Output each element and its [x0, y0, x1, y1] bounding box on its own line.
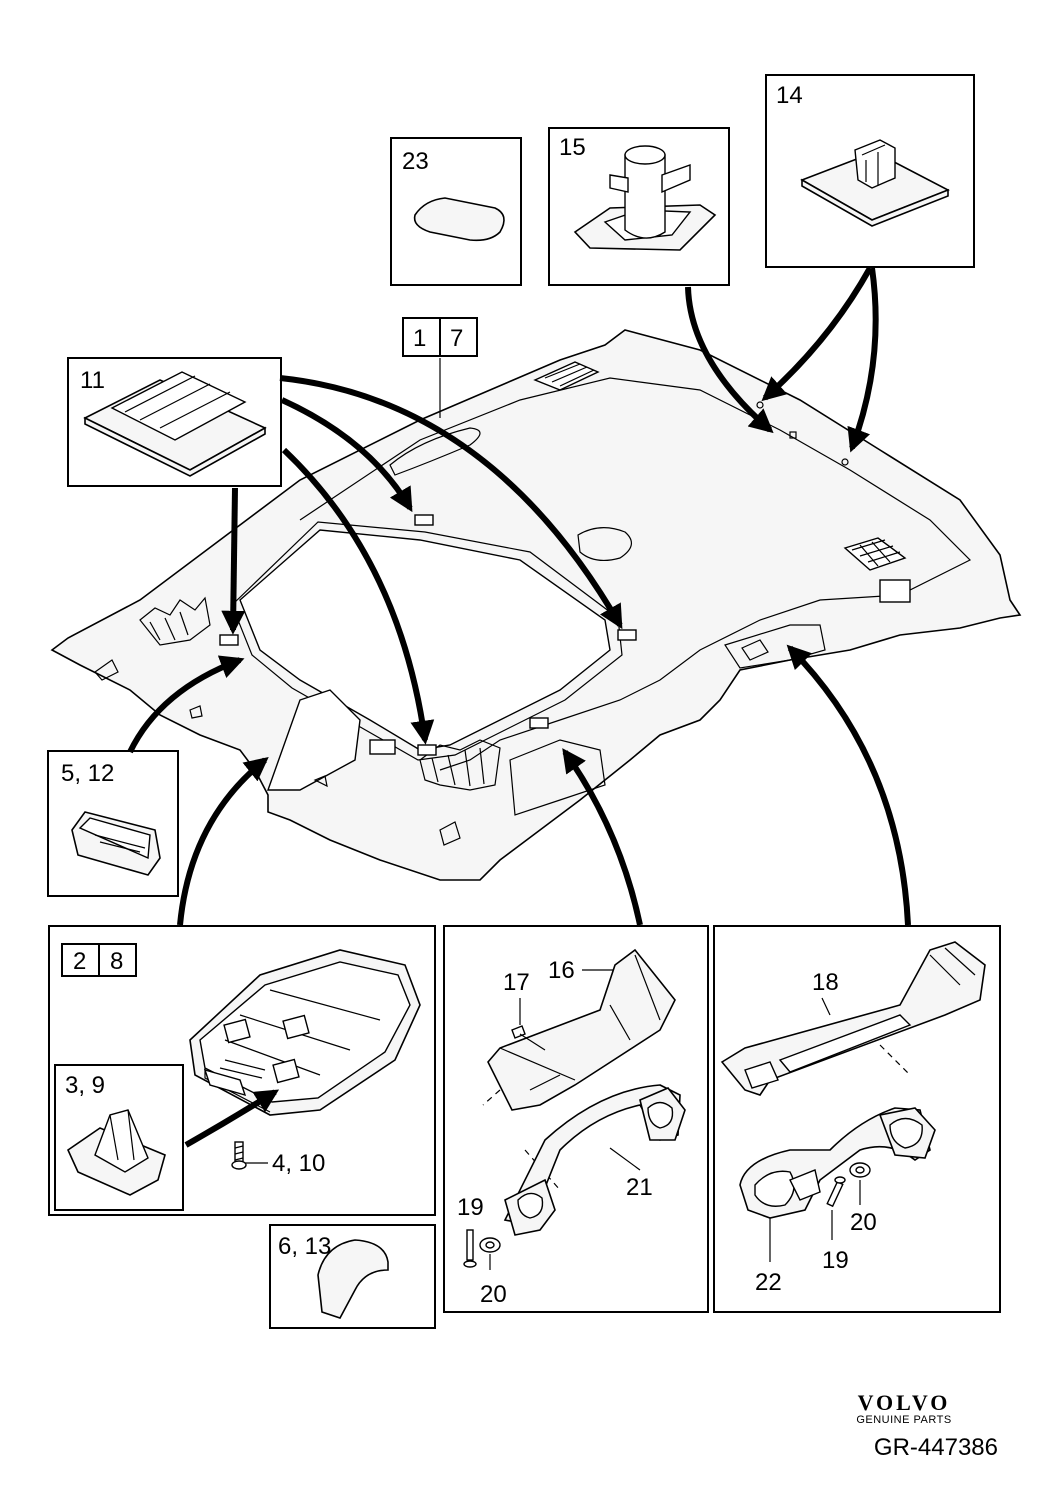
- label-14: 14: [776, 82, 803, 109]
- label-20a: 20: [480, 1281, 507, 1308]
- label-2: 2: [73, 948, 86, 975]
- part-box-5-12: 5, 12: [47, 750, 179, 897]
- label-3-9: 3, 9: [65, 1072, 105, 1099]
- lamp-5-12-shape: [71, 811, 161, 876]
- bracket-16-shape: [487, 948, 676, 1111]
- volvo-logo: VOLVO: [857, 1390, 951, 1415]
- screw-19a: [463, 1229, 477, 1268]
- wiring-front-right: [419, 739, 501, 791]
- wiring-front-left: [139, 596, 211, 646]
- part-box-handle-rear: 18 22 19 20: [713, 925, 1001, 1313]
- diagram-reference: GR-447386: [873, 1434, 998, 1461]
- label-16: 16: [548, 957, 575, 984]
- strip-11-shape: [83, 371, 267, 477]
- screw-4-10: [231, 1141, 268, 1170]
- label-22: 22: [755, 1269, 782, 1296]
- roof-console-shape: [189, 949, 421, 1116]
- pad-14-shape: [800, 139, 950, 227]
- vent-rear-left: [533, 361, 600, 391]
- vent-rear-right: [843, 537, 907, 571]
- label-7: 7: [450, 325, 463, 352]
- part-box-handle-front: 16 17 21 19 20: [443, 925, 709, 1313]
- label-20b: 20: [850, 1209, 877, 1236]
- label-11: 11: [80, 367, 105, 394]
- part-box-11: 11: [67, 357, 282, 487]
- label-8: 8: [110, 948, 123, 975]
- label-21: 21: [626, 1174, 653, 1201]
- label-6-13: 6, 13: [278, 1233, 331, 1260]
- screw-19b: [826, 1176, 846, 1208]
- clip-3-9-shape: [66, 1109, 166, 1196]
- bracket-18-shape: [720, 941, 986, 1096]
- label-15: 15: [559, 134, 586, 161]
- cap-23-shape: [413, 197, 505, 242]
- part-box-6-13: 6, 13: [269, 1224, 436, 1329]
- label-17: 17: [503, 969, 530, 996]
- label-19a: 19: [457, 1194, 484, 1221]
- screw-17: [511, 1025, 546, 1051]
- label-1: 1: [413, 325, 426, 352]
- label-5-12: 5, 12: [61, 760, 114, 787]
- arrows: [127, 266, 911, 926]
- clip-15-shape: [573, 145, 717, 251]
- callout-1-7: 1 7: [402, 317, 478, 357]
- part-box-15: 15: [548, 127, 730, 286]
- arrow-3-9: [184, 1089, 280, 1148]
- part-box-14: 14: [765, 74, 975, 268]
- part-box-3-9: 3, 9: [54, 1064, 184, 1211]
- label-18: 18: [812, 969, 839, 996]
- washer-20a: [479, 1237, 501, 1253]
- brand-block: VOLVO GENUINE PARTS: [814, 1390, 994, 1426]
- label-19b: 19: [822, 1247, 849, 1274]
- washer-20b: [849, 1162, 871, 1178]
- handle-22-shape: [739, 1107, 936, 1219]
- genuine-parts-tagline: GENUINE PARTS: [856, 1414, 952, 1426]
- label-4-10: 4, 10: [272, 1150, 325, 1177]
- cover-6-13-shape: [317, 1239, 389, 1319]
- handle-21-shape: [503, 1084, 686, 1236]
- headliner: [50, 329, 1022, 881]
- part-box-2-8: 2 8 3, 9: [48, 925, 436, 1216]
- part-box-23: 23: [390, 137, 522, 286]
- label-23: 23: [402, 148, 429, 175]
